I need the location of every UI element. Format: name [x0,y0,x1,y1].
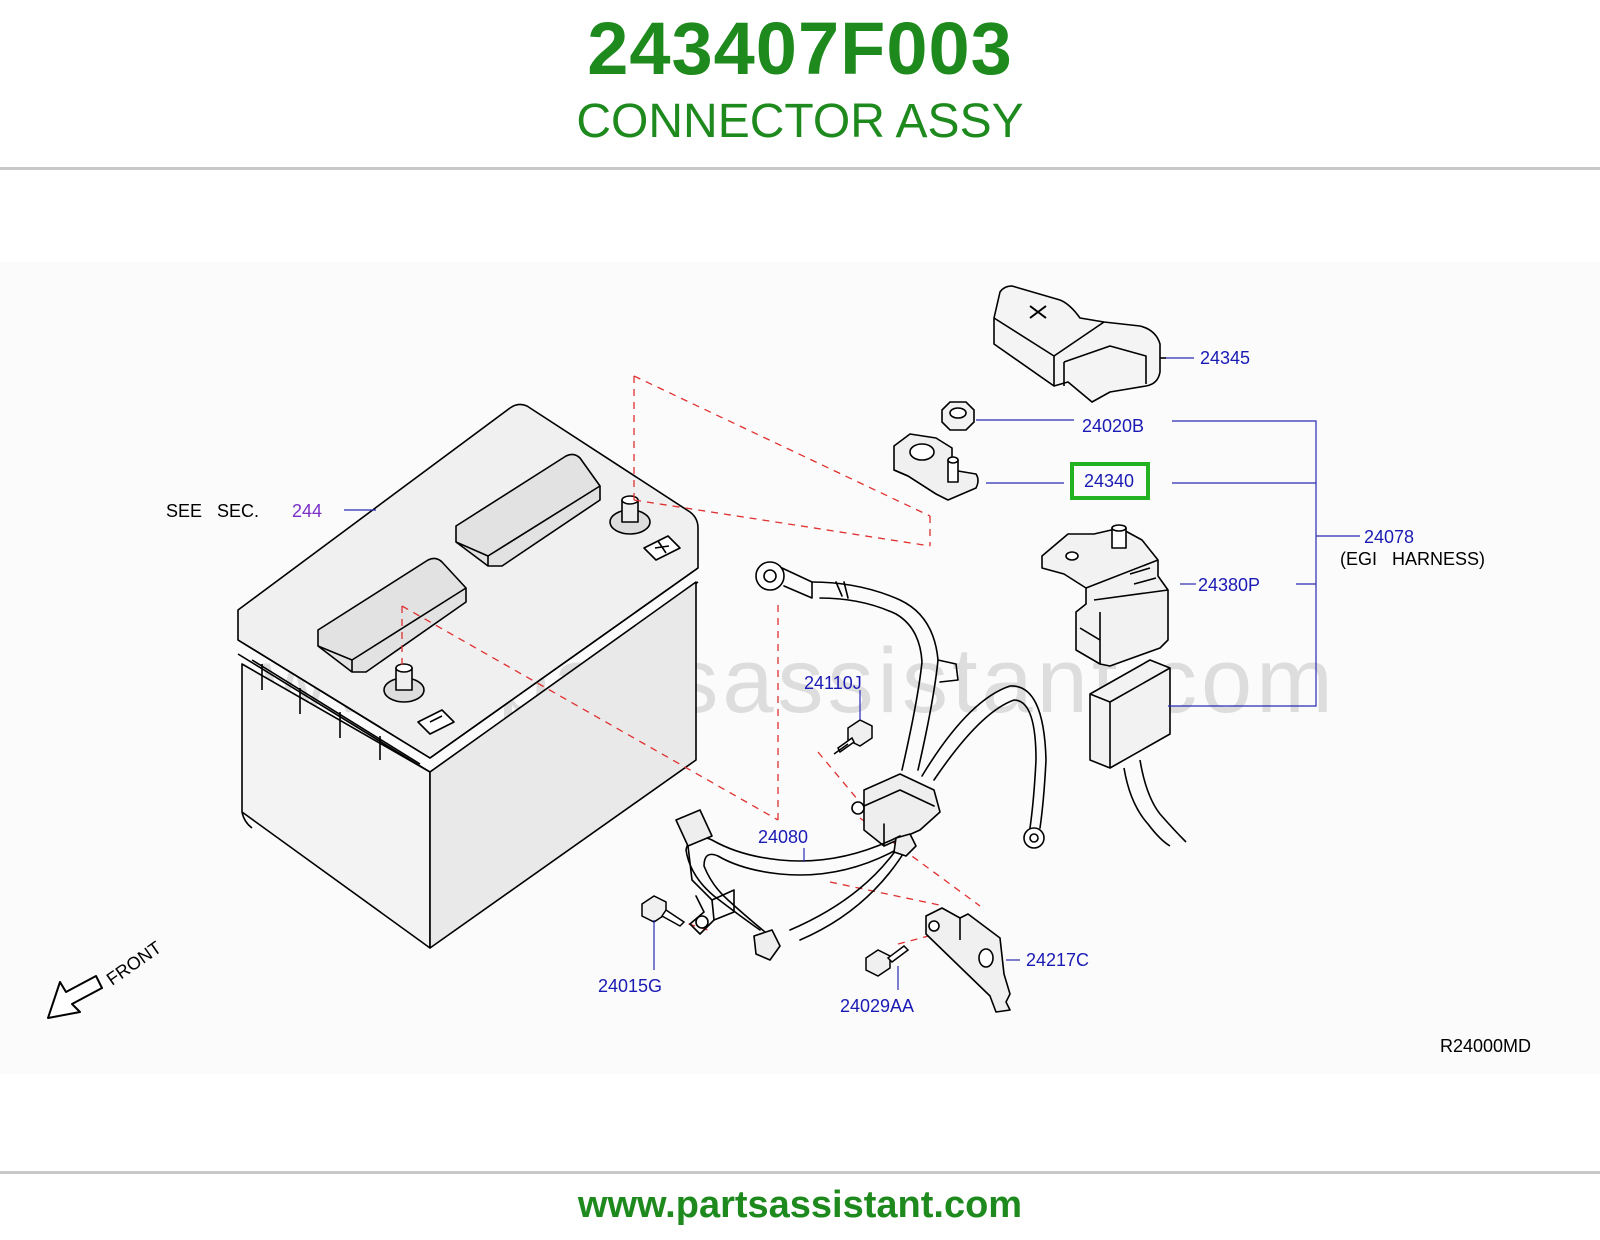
callout-24345[interactable]: 24345 [1200,348,1250,368]
assembly-guide-lines [401,375,981,945]
front-direction-arrow [47,975,103,1019]
positive-terminal-cover [993,285,1166,403]
highlight-box-24340 [1070,462,1150,500]
bolt-24029aa [865,945,910,977]
nut-part [941,401,975,431]
callout-24340[interactable]: 24340 [1084,471,1134,491]
callout-24020b[interactable]: 24020B [1082,416,1144,436]
diagram-panel [0,262,1600,1074]
part-number-title: 243407F003 [587,7,1013,90]
footer-url-link[interactable]: www.partsassistant.com [577,1184,1023,1226]
callout-24015g[interactable]: 24015G [598,976,662,996]
bracket-24217c [925,907,1011,1013]
see-sec-ref-link[interactable]: 244 [292,501,322,521]
front-label: FRONT [103,937,165,989]
callout-24078-note: (EGI HARNESS) [1340,549,1485,569]
drawing-code: R24000MD [1440,1036,1531,1056]
fusible-link-holder [1041,524,1169,667]
connector-assy-terminal [893,433,979,501]
part-name-subtitle: CONNECTOR ASSY [576,95,1024,148]
callout-24380p[interactable]: 24380P [1198,575,1260,595]
callout-24029aa[interactable]: 24029AA [840,996,914,1016]
leader-lines [344,357,1360,990]
callout-24217c[interactable]: 24217C [1026,950,1089,970]
callout-24078[interactable]: 24078 [1364,527,1414,547]
see-sec-label: SEE SEC. [166,501,259,521]
battery-cable-assembly [675,561,1047,961]
bottom-divider [0,1171,1600,1174]
callout-24080[interactable]: 24080 [758,827,808,847]
header: 243407F003 CONNECTOR ASSY [0,0,1600,168]
battery-drawing [237,403,699,949]
callout-24110j[interactable]: 24110J [804,673,862,693]
top-divider [0,167,1600,170]
egi-harness-end [1089,659,1187,847]
bolt-24015g [641,895,686,927]
